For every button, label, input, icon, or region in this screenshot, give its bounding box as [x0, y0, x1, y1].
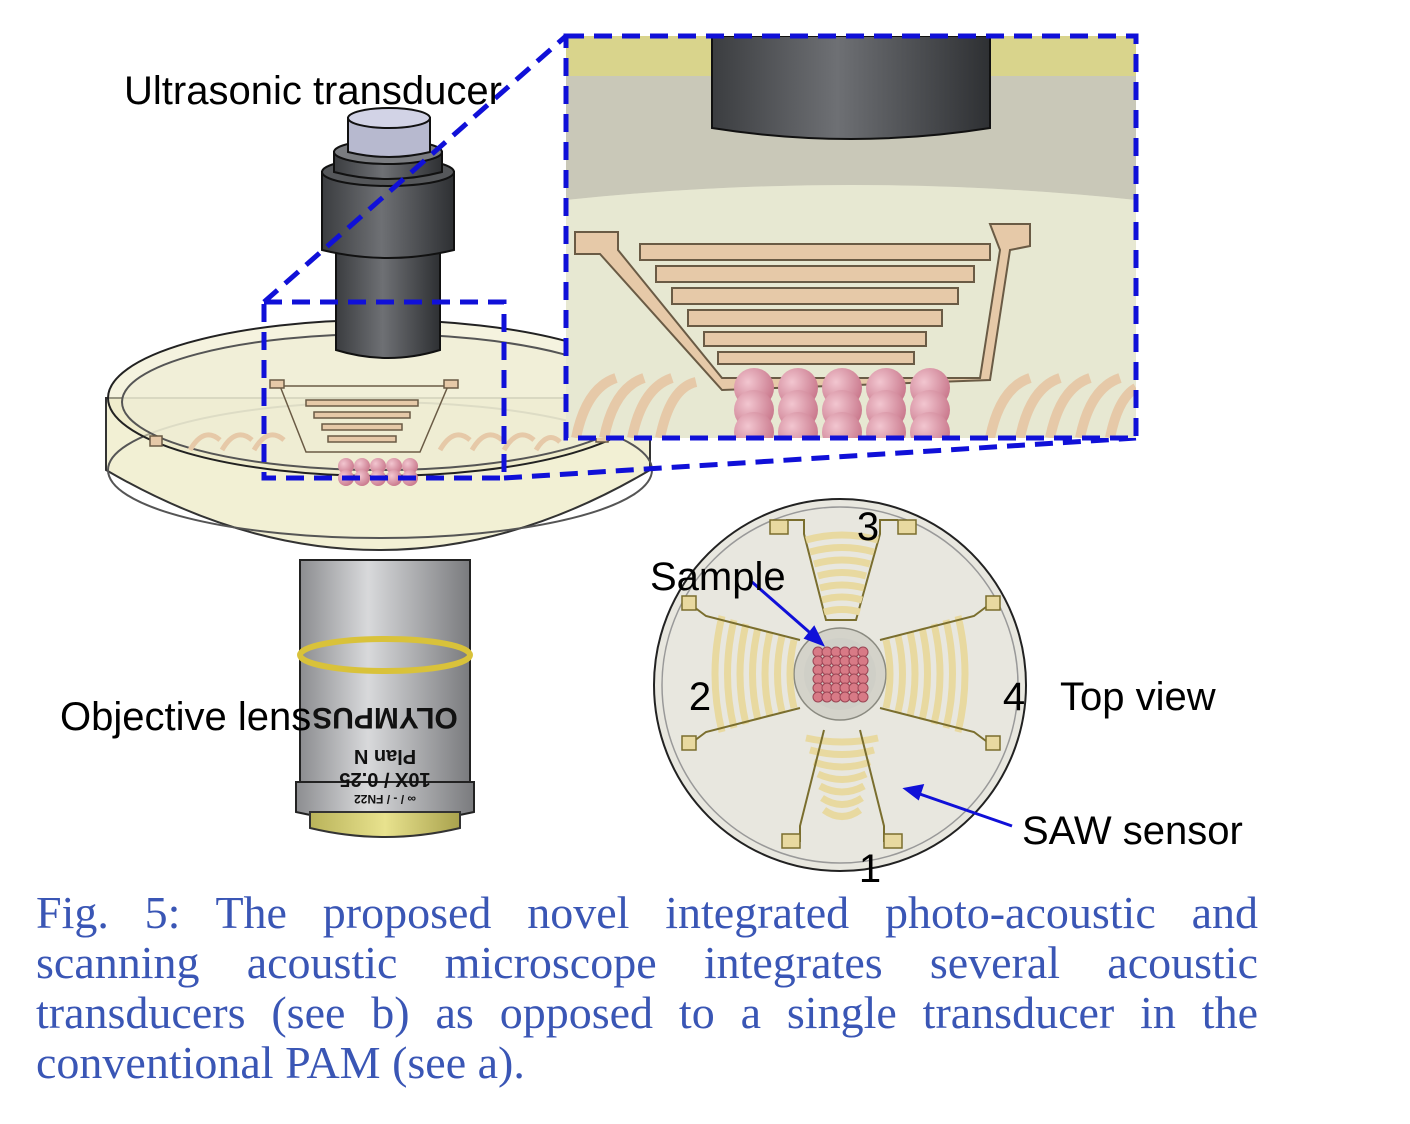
figure-caption: Fig. 5: The proposed novel integrated ph…	[36, 887, 1258, 1088]
zoom-sample-beads	[734, 368, 950, 438]
label-ultrasonic-transducer: Ultrasonic transducer	[124, 69, 502, 113]
top-sensor-2	[681, 595, 801, 751]
zoom-detail-view	[563, 33, 1139, 441]
zoom-electrode-sides	[571, 373, 1136, 438]
dish-electrodes	[149, 379, 609, 453]
zoom-electrode-center	[574, 223, 1031, 392]
lens-marking-fn: ∞ / - / FN22	[354, 792, 416, 806]
objective-lens: ∞ / - / FN22 10X / 0.25 Plan N OLYMPUS	[295, 559, 475, 838]
sample-arrow	[751, 580, 817, 640]
sample-arrowhead-icon	[803, 625, 826, 647]
lens-marking-brand: OLYMPUS	[312, 701, 458, 734]
annotation-arrows	[751, 580, 1013, 828]
lens-marking-plan: Plan N	[354, 745, 416, 767]
top-sensor-4	[879, 595, 1001, 751]
sensor-number-3: 3	[857, 505, 879, 549]
zoom-source-box	[261, 34, 1137, 481]
top-sensor-3	[769, 519, 917, 621]
label-saw-sensor: SAW sensor	[1022, 809, 1243, 853]
label-top-view: Top view	[1060, 675, 1216, 719]
photoacoustic-setup-diagram: ∞ / - / FN22 10X / 0.25 Plan N OLYMPUS	[60, 33, 1243, 890]
sensor-number-4: 4	[1003, 675, 1025, 719]
saw-sensor-arrow	[913, 790, 1013, 828]
lens-marking-na: 10X / 0.25	[339, 768, 430, 790]
sensor-number-2: 2	[689, 675, 711, 719]
ultrasonic-transducer	[321, 107, 455, 359]
top-view-diagram	[653, 498, 1027, 872]
saw-sensor-arrowhead-icon	[902, 784, 925, 801]
sensor-number-1: 1	[859, 847, 881, 890]
lens-markings: ∞ / - / FN22 10X / 0.25 Plan N OLYMPUS	[312, 701, 458, 806]
label-objective-lens: Objective lens	[60, 695, 311, 739]
zoom-box-border	[563, 33, 1139, 441]
top-sensor-1	[781, 729, 903, 849]
top-sample-grid	[812, 646, 869, 703]
label-sample: Sample	[650, 555, 786, 599]
dish-sample-beads	[338, 458, 418, 486]
